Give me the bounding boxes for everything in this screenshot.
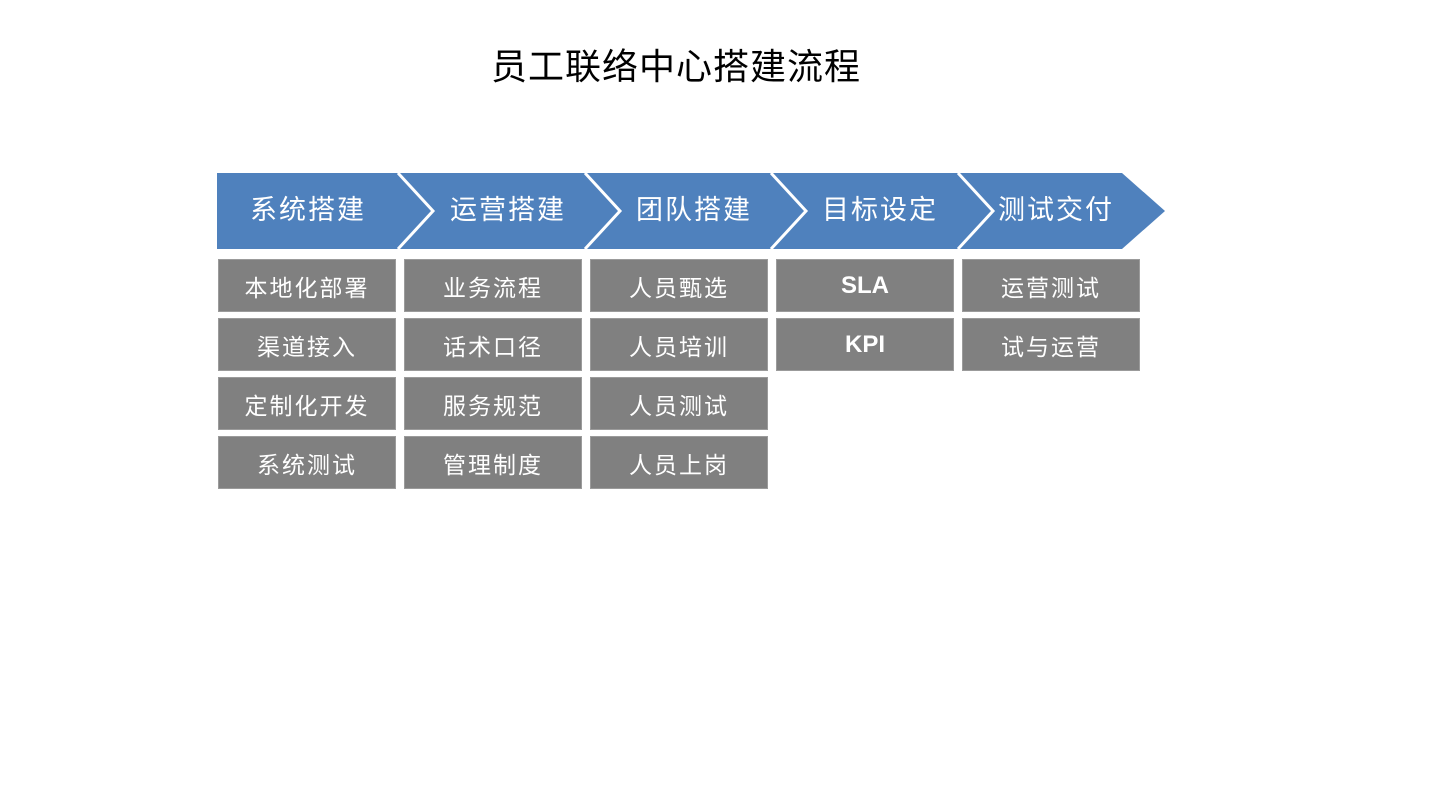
- task-box: 话术口径: [404, 318, 582, 371]
- process-arrow-band: [217, 173, 1165, 249]
- task-box: SLA: [776, 259, 954, 312]
- task-box: 本地化部署: [218, 259, 396, 312]
- task-box: 人员甄选: [590, 259, 768, 312]
- task-box: 渠道接入: [218, 318, 396, 371]
- chevron-separator-icon: [769, 173, 809, 249]
- task-box: 人员上岗: [590, 436, 768, 489]
- arrow-band-shape: [217, 173, 1165, 249]
- task-box: 业务流程: [404, 259, 582, 312]
- task-box: 系统测试: [218, 436, 396, 489]
- page-title: 员工联络中心搭建流程: [490, 47, 861, 88]
- task-box: 人员培训: [590, 318, 768, 371]
- task-box: KPI: [776, 318, 954, 371]
- task-box: 运营测试: [962, 259, 1140, 312]
- task-box: 试与运营: [962, 318, 1140, 371]
- chevron-separator-icon: [956, 173, 996, 249]
- task-box: 服务规范: [404, 377, 582, 430]
- task-box: 管理制度: [404, 436, 582, 489]
- task-box: 人员测试: [590, 377, 768, 430]
- task-box-grid: 本地化部署 渠道接入 定制化开发 系统测试 业务流程 话术口径 服务规范 管理制…: [218, 259, 1140, 489]
- chevron-separator-icon: [396, 173, 436, 249]
- task-box: 定制化开发: [218, 377, 396, 430]
- chevron-separator-icon: [583, 173, 623, 249]
